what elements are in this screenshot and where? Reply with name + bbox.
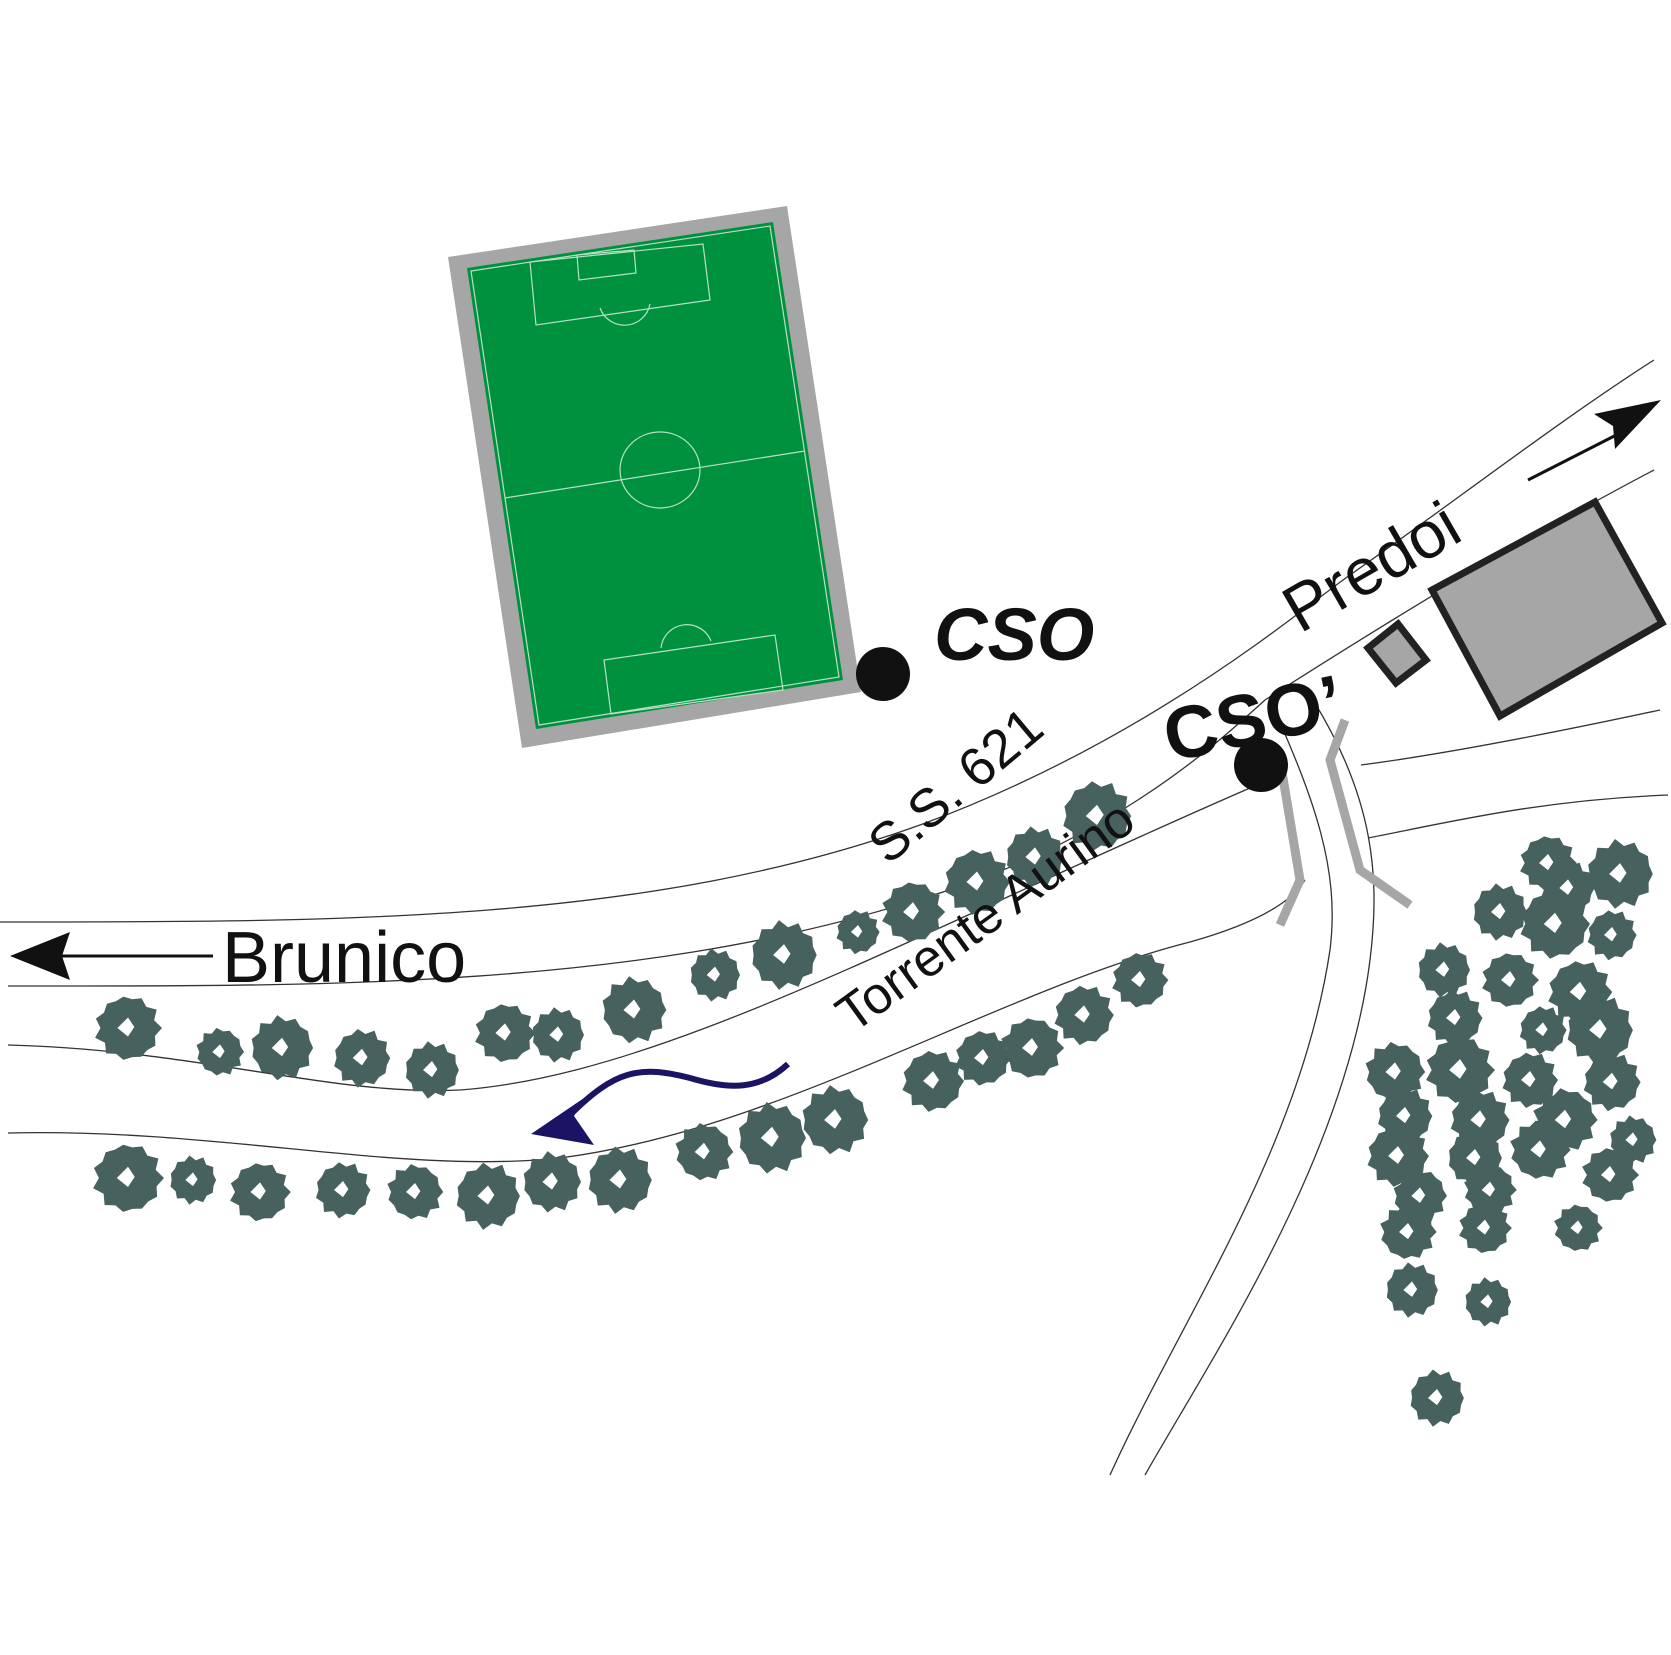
tree-highlight	[1466, 1149, 1481, 1166]
field-markings	[470, 225, 840, 726]
tree-highlight	[1074, 1005, 1090, 1023]
tree-highlight	[923, 1071, 939, 1089]
label-station-cso-prime: CSO’	[1156, 659, 1350, 778]
tree-highlight	[1476, 1219, 1490, 1235]
tree-highlight	[1085, 804, 1104, 825]
tree-highlight	[1396, 1107, 1411, 1124]
tree-highlight	[352, 1048, 368, 1066]
tree-highlight	[1388, 1146, 1404, 1164]
label-station-cso: CSO	[934, 593, 1094, 676]
tree-highlight	[116, 1166, 135, 1187]
tree-highlight	[1481, 1181, 1495, 1197]
tree-highlight	[1411, 1187, 1426, 1203]
tree-highlight	[974, 1049, 989, 1066]
tree-highlight	[495, 1023, 511, 1041]
tree-highlight	[212, 1044, 225, 1059]
building-small	[1363, 619, 1431, 688]
tree-highlight	[773, 944, 791, 964]
tree-highlight	[966, 871, 984, 891]
tree-highlight	[1543, 912, 1562, 933]
tree-highlight	[1570, 1220, 1583, 1235]
tree-highlight	[1480, 1294, 1493, 1309]
tree-icon	[93, 781, 1657, 1427]
tree-highlight	[850, 924, 863, 938]
building-large	[1427, 497, 1667, 721]
tree-highlight	[1435, 961, 1450, 977]
tree-highlight	[1609, 863, 1627, 883]
tree-highlight	[1530, 1140, 1546, 1158]
tree-highlight	[1403, 1281, 1418, 1297]
tree-highlight	[1491, 903, 1506, 920]
tree-highlight	[1501, 971, 1516, 988]
tree-highlight	[271, 1037, 289, 1057]
tree-highlight	[423, 1061, 438, 1078]
tree-highlight	[1399, 1223, 1414, 1240]
tree-highlight	[1022, 1038, 1038, 1056]
arrow-to-predoi	[1527, 400, 1661, 482]
tree-highlight	[1131, 971, 1146, 988]
tree-highlight	[549, 1026, 564, 1042]
tree-highlight	[1604, 927, 1617, 942]
tree-highlight	[406, 1183, 421, 1200]
tree-highlight	[185, 1172, 198, 1187]
flow-direction-arrow-icon	[531, 1061, 791, 1145]
tree-highlight	[477, 1185, 495, 1205]
station-cso-prime-marker	[1234, 738, 1288, 792]
tree-highlight	[623, 999, 641, 1019]
tree-highlight	[1539, 854, 1554, 871]
station-cso-marker	[856, 647, 910, 701]
arrow-to-brunico	[10, 932, 213, 980]
tree-highlight	[609, 1169, 627, 1189]
tree-highlight	[250, 1182, 266, 1200]
tree-highlight	[334, 1181, 349, 1198]
tree-highlight	[1428, 1389, 1443, 1406]
tree-highlight	[824, 1109, 842, 1129]
tree-highlight	[1554, 1109, 1572, 1129]
tree-highlight	[1385, 1062, 1401, 1080]
tree-highlight	[1559, 879, 1574, 895]
tree-highlight	[117, 1017, 135, 1037]
tree-highlight	[694, 1142, 710, 1160]
tree-highlight	[1449, 1059, 1467, 1079]
tree-highlight	[1569, 981, 1587, 1001]
bridge-icon	[1275, 718, 1413, 927]
label-brunico: Brunico	[222, 918, 466, 998]
building-icon	[1363, 497, 1667, 721]
field-surface	[467, 222, 843, 729]
tree-highlight	[1535, 1022, 1548, 1037]
tree-highlight	[1625, 1132, 1638, 1147]
tree-highlight	[1470, 1110, 1486, 1128]
tree-highlight	[542, 1172, 558, 1190]
tree-highlight	[1601, 1166, 1616, 1183]
label-predoi: Predoi	[1270, 487, 1472, 646]
side-road	[1109, 699, 1669, 1476]
tree-highlight	[1589, 1019, 1607, 1039]
tree-highlight	[1602, 1072, 1618, 1090]
tree-highlight	[903, 902, 919, 920]
tree-highlight	[1446, 1009, 1461, 1026]
tree-highlight	[1521, 1071, 1536, 1088]
tree-highlight	[1025, 847, 1041, 865]
soccer-field-icon	[448, 206, 861, 748]
tree-highlight	[706, 966, 720, 982]
tree-highlight	[760, 1126, 779, 1147]
